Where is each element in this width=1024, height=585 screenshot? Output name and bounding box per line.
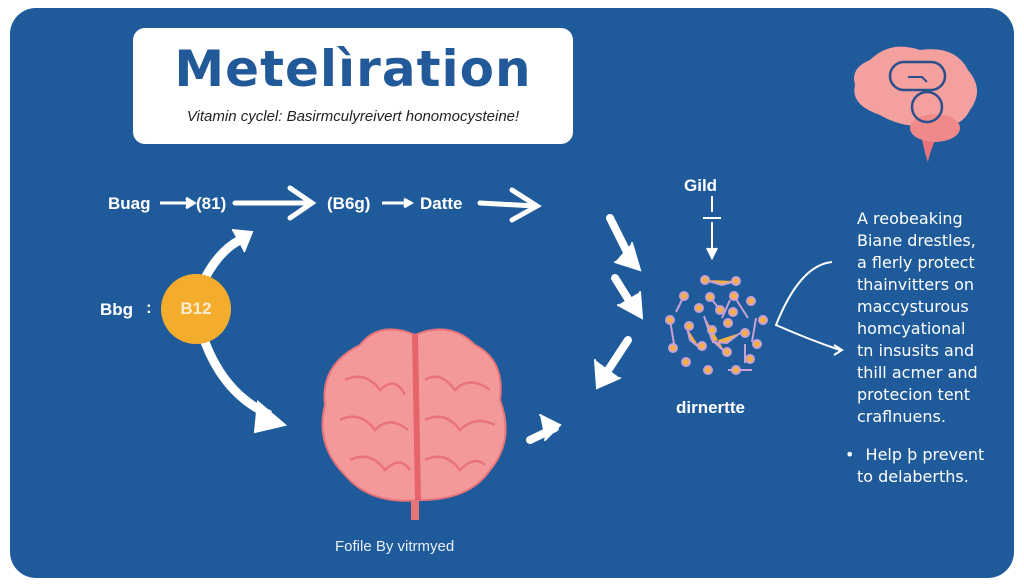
zigzag-arrows <box>526 214 644 444</box>
flow-arrow-2 <box>232 185 317 221</box>
title-card: Metelìration Vitamin cyclel: Basirmculyr… <box>133 28 573 144</box>
sidebar-text: A reobeaking Biane drestles, a flerly pr… <box>857 208 978 428</box>
sidebar-line: thainvitters on <box>857 275 975 294</box>
top-label: Gild <box>684 176 718 195</box>
caption: Fofile By vitrmyed <box>335 538 455 555</box>
sidebar-line: Biane drestles, <box>857 231 976 250</box>
flow-arrow-4 <box>477 187 542 223</box>
curved-arrow-up <box>201 229 254 281</box>
sidebar-line: thill acmer and <box>857 363 978 382</box>
down-arrow-icon <box>703 196 721 261</box>
sidebar-line: craflnuens. <box>857 407 946 426</box>
page-subtitle: Vitamin cyclel: Basirmculyreivert honomo… <box>186 108 520 125</box>
flow-step-3: (B6g) <box>327 194 371 213</box>
sidebar-line: protecion tent <box>857 385 971 404</box>
flow-arrow-1 <box>160 196 197 210</box>
sidebar-line: A reobeaking <box>857 209 963 228</box>
curved-arrow-down <box>200 340 288 434</box>
pointer-arrow <box>774 261 844 356</box>
cluster-label: dirnertte <box>676 398 745 417</box>
molecule-cluster-icon <box>665 275 768 375</box>
sidebar-line: a flerly protect <box>857 253 975 272</box>
flow-step-4: Datte <box>420 194 463 213</box>
flow-step-1: Buag <box>108 194 151 213</box>
sidebar-line: maccysturous <box>857 297 969 316</box>
page-title: Metelìration <box>174 40 532 98</box>
flow-step-2: (81) <box>196 194 227 213</box>
sidebar-bullet: • Help þ prevent to delaberths. <box>845 444 984 488</box>
b12-badge: B12 <box>161 274 231 344</box>
bullet-line: Help þ prevent <box>865 445 985 464</box>
brain-illustration <box>321 328 507 520</box>
brain-icon <box>854 46 978 162</box>
sidebar-line: homcyational <box>857 319 966 338</box>
bullet-marker: • <box>845 445 855 464</box>
side-separator: : <box>146 298 152 317</box>
side-label: Bbg <box>100 300 134 319</box>
flow-arrow-3 <box>382 197 415 209</box>
sidebar-line: tn insusits and <box>857 341 975 360</box>
bullet-line: to delaberths. <box>857 467 969 486</box>
